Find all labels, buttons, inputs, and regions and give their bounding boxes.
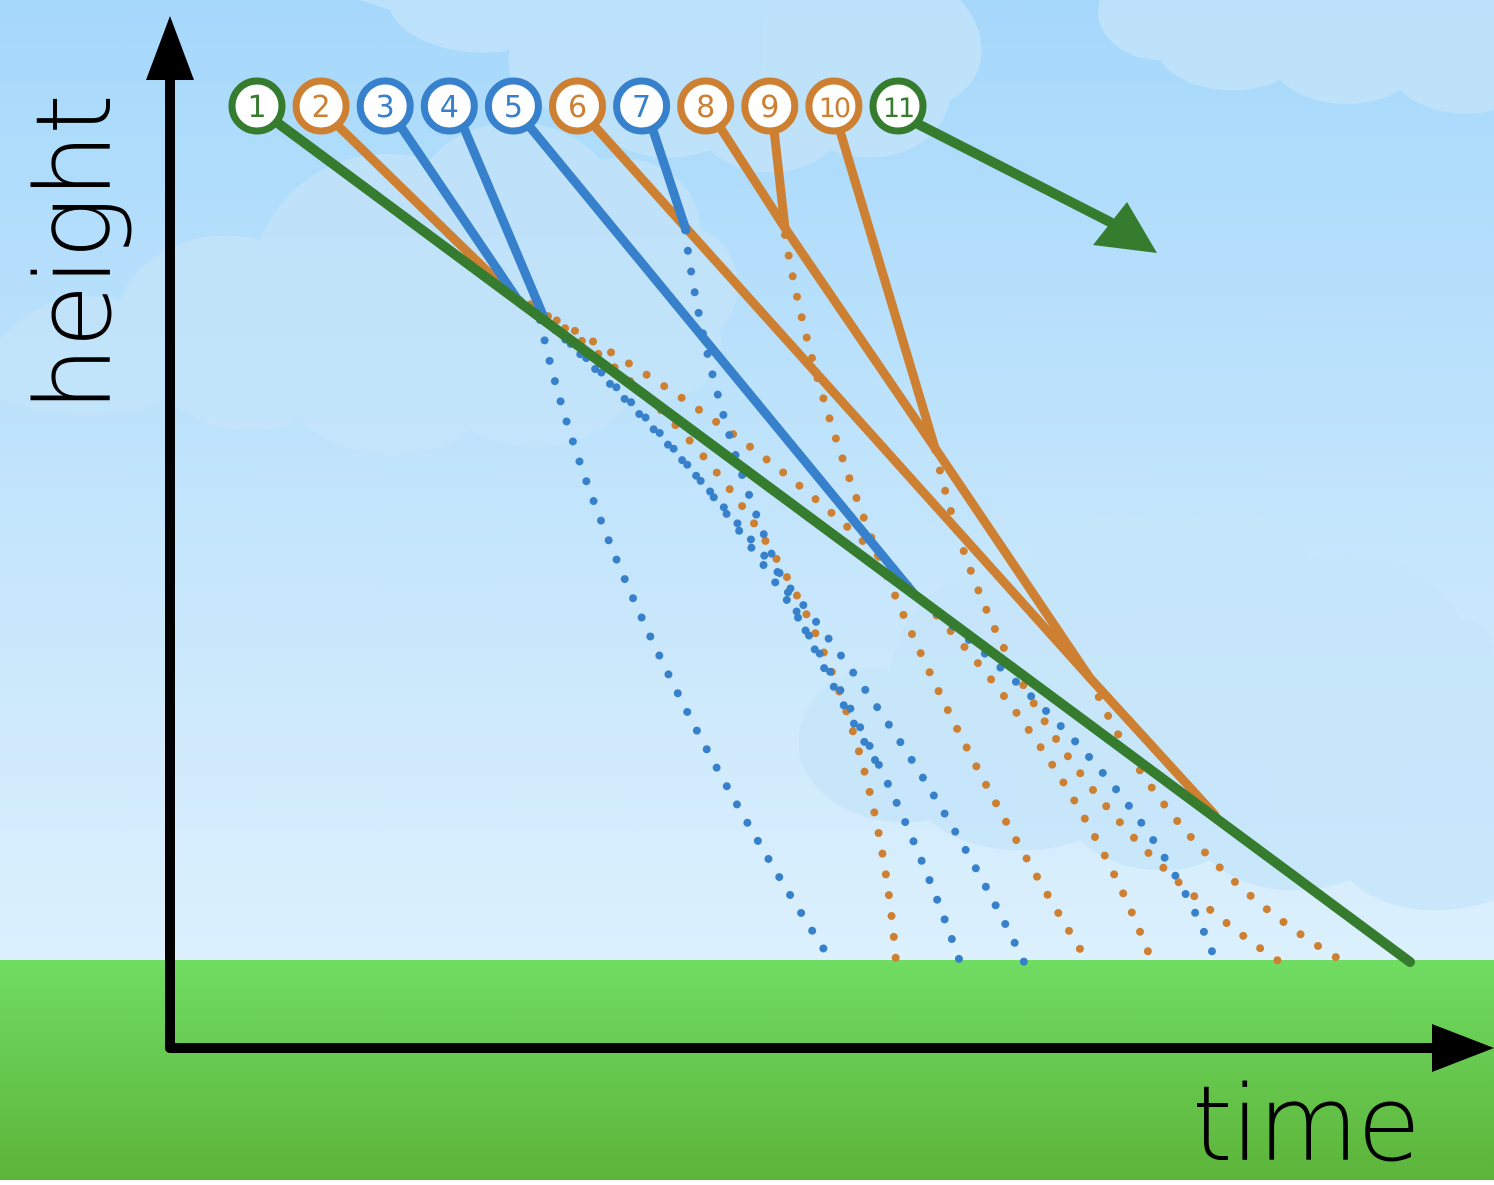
path-3 bbox=[392, 116, 525, 308]
node-label: 3 bbox=[376, 90, 395, 125]
dotted-path-orange-e bbox=[1086, 674, 1348, 966]
y-axis-label: height bbox=[13, 96, 135, 412]
y-axis-arrowhead bbox=[146, 16, 194, 80]
cloud-bottom-right bbox=[798, 513, 1494, 911]
node-circle bbox=[356, 77, 414, 135]
node-9: 9 bbox=[741, 77, 799, 135]
path-11-arrowhead bbox=[1093, 202, 1157, 253]
dotted-path-orange-d bbox=[931, 446, 1284, 966]
node-3: 3 bbox=[356, 77, 414, 135]
node-circle bbox=[869, 77, 927, 135]
path-4 bbox=[456, 116, 550, 325]
node-circle bbox=[484, 77, 542, 135]
dotted-path-orange-a bbox=[491, 278, 900, 966]
solid-trajectories bbox=[270, 116, 1415, 967]
cloud-top-right bbox=[1098, 0, 1494, 114]
node-4: 4 bbox=[420, 77, 478, 135]
node-label: 5 bbox=[504, 90, 523, 125]
node-8: 8 bbox=[677, 77, 735, 135]
node-label: 10 bbox=[819, 93, 850, 124]
node-7: 7 bbox=[613, 77, 671, 135]
path-10 bbox=[832, 116, 1095, 683]
dotted-path-blue-b bbox=[551, 326, 964, 966]
start-nodes: 1 2 3 4 5 6 7 8 9 10 11 bbox=[228, 77, 927, 135]
path-9 bbox=[768, 116, 790, 233]
node-circle bbox=[228, 77, 286, 135]
path-11 bbox=[907, 116, 1115, 227]
node-label: 7 bbox=[632, 90, 651, 125]
node-circle bbox=[741, 77, 799, 135]
path-5 bbox=[520, 116, 920, 600]
path-1 bbox=[270, 116, 1415, 967]
path-7 bbox=[645, 116, 691, 235]
dotted-path-blue-d bbox=[681, 226, 879, 764]
node-label: 11 bbox=[883, 93, 913, 124]
axes bbox=[146, 16, 1494, 1072]
cloud-left bbox=[0, 122, 738, 456]
node-circle bbox=[549, 77, 606, 135]
node-label: 9 bbox=[760, 90, 779, 125]
grass-ground bbox=[0, 960, 1494, 1180]
dotted-path-blue-a bbox=[536, 316, 836, 966]
node-2: 2 bbox=[292, 77, 350, 135]
node-circle bbox=[613, 77, 671, 135]
node-6: 6 bbox=[549, 77, 606, 135]
x-axis-label: time bbox=[1192, 1063, 1421, 1185]
node-circle bbox=[292, 77, 350, 135]
node-label: 1 bbox=[247, 90, 266, 125]
node-circle bbox=[420, 77, 478, 135]
node-label: 4 bbox=[440, 90, 459, 125]
node-circle bbox=[805, 77, 863, 135]
dotted-path-blue-e bbox=[916, 596, 1220, 966]
node-1: 1 bbox=[228, 77, 286, 135]
node-label: 8 bbox=[696, 90, 715, 125]
x-axis-arrowhead bbox=[1432, 1024, 1494, 1072]
node-10: 10 bbox=[805, 77, 863, 135]
node-11: 11 bbox=[869, 77, 927, 135]
node-label: 6 bbox=[568, 90, 587, 125]
node-label: 2 bbox=[312, 90, 331, 125]
node-circle bbox=[677, 77, 735, 135]
node-5: 5 bbox=[484, 77, 542, 135]
path-2 bbox=[328, 116, 525, 308]
